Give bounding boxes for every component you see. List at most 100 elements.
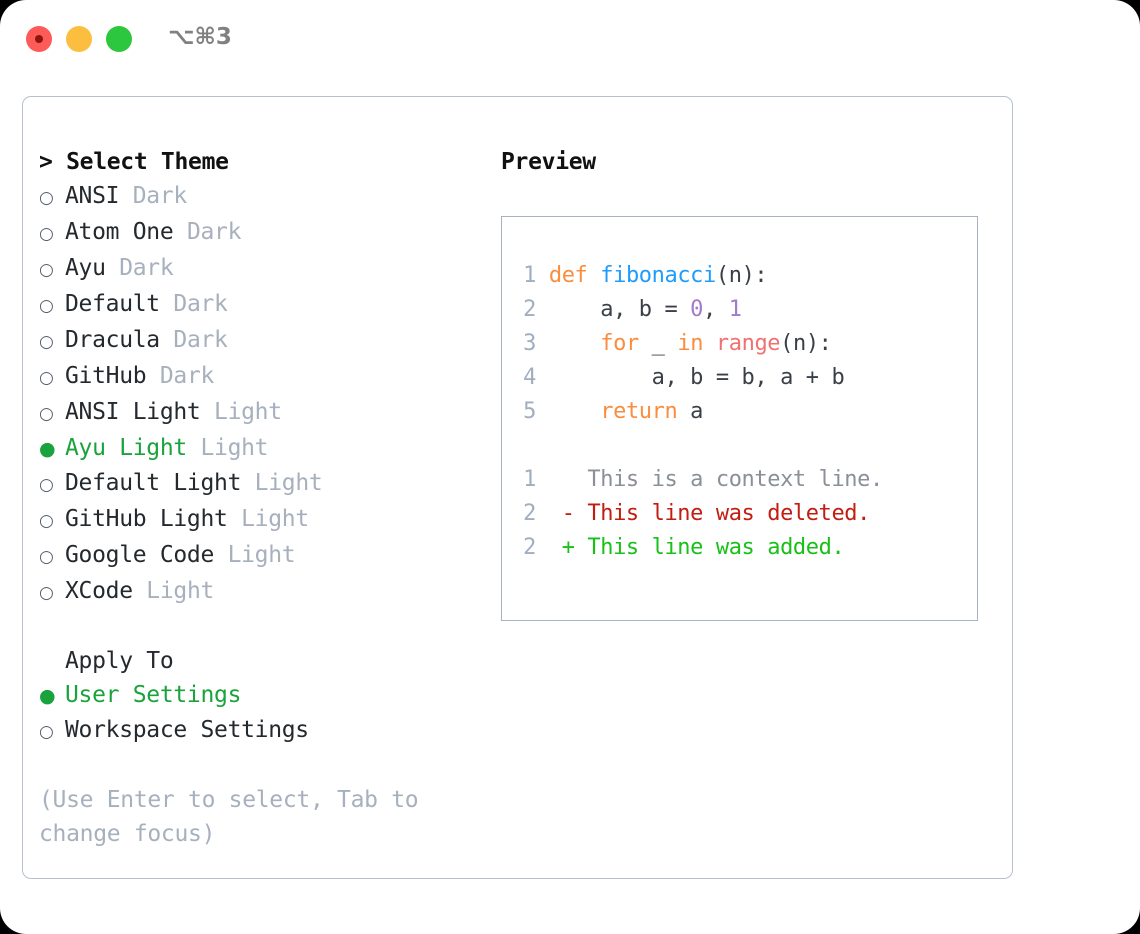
theme-category-label: Dark [105, 255, 174, 281]
theme-picker-panel: > Select Theme ○ANSI Dark○Atom One Dark○… [39, 145, 479, 851]
diff-text: This is a context line. [574, 467, 883, 492]
dialog-card: > Select Theme ○ANSI Dark○Atom One Dark○… [22, 96, 1013, 879]
apply-to-option-user-settings[interactable]: ● User Settings [39, 678, 479, 713]
line-number: 2 [523, 501, 536, 526]
code-token [587, 263, 600, 288]
gutter-space [536, 365, 549, 390]
diff-sample: 1 This is a context line.2 - This line w… [514, 463, 883, 565]
apply-to-option-list: ● User Settings ○ Workspace Settings [39, 678, 479, 749]
radio-unselected-icon: ○ [39, 296, 54, 316]
theme-option-default-light[interactable]: ○Default Light Light [39, 466, 479, 502]
radio-unselected-icon: ○ [39, 722, 54, 742]
gutter-space [536, 331, 549, 356]
diff-text: This line was deleted. [574, 501, 870, 526]
theme-category-label: Light [132, 578, 215, 604]
theme-category-label: Dark [159, 327, 228, 353]
code-token: return [600, 399, 678, 424]
code-line: 1 def fibonacci(n): [514, 259, 844, 293]
gutter-space [536, 297, 549, 322]
theme-option-ansi[interactable]: ○ ANSI Dark [39, 179, 479, 215]
theme-option-label: Atom One [65, 219, 174, 245]
theme-option-ayu-light[interactable]: ●Ayu Light Light [39, 431, 479, 466]
radio-selected-icon: ● [39, 685, 56, 707]
theme-option-google-code[interactable]: ○Google Code Light [39, 538, 479, 574]
theme-option-label: ANSI Light [65, 399, 201, 425]
theme-option-list: ○ANSI Dark○Atom One Dark○Ayu Dark○Defaul… [39, 179, 479, 610]
diff-text: This line was added. [574, 535, 845, 560]
theme-option-label: XCode [65, 578, 133, 604]
theme-category-label: Dark [119, 183, 188, 209]
keyboard-shortcut-label: ⌥⌘3 [168, 24, 232, 50]
code-line: 4 a, b = b, a + b [514, 361, 845, 395]
gutter-space [536, 399, 549, 424]
code-token [703, 331, 716, 356]
code-token: range [715, 331, 781, 356]
line-number: 2 [523, 297, 536, 322]
theme-option-atom-one[interactable]: ○ Atom One Dark [39, 215, 479, 251]
line-number: 1 [523, 263, 536, 288]
theme-option-github-light[interactable]: ○ GitHub Light Light [39, 502, 479, 538]
theme-option-default[interactable]: ○Default Dark [39, 287, 479, 323]
select-theme-header: > Select Theme [39, 149, 229, 175]
diff-line-ctx: 1 This is a context line. [514, 463, 883, 497]
theme-option-label: GitHub [65, 363, 147, 389]
theme-option-label: Default Light [65, 470, 242, 496]
code-token [549, 331, 600, 356]
radio-unselected-icon: ○ [39, 188, 54, 208]
line-number: 2 [523, 535, 536, 560]
theme-category-label: Dark [146, 363, 215, 389]
theme-category-label: Light [241, 470, 323, 496]
maximize-button[interactable] [106, 26, 132, 52]
close-button[interactable] [26, 26, 52, 52]
radio-unselected-icon: ○ [39, 224, 54, 244]
code-token: 1 [728, 297, 742, 322]
code-line: 5 return a [514, 395, 844, 429]
radio-unselected-icon: ○ [39, 511, 54, 531]
code-line: 2 a, b = 0, 1 [514, 293, 844, 327]
theme-option-label: ANSI [65, 183, 120, 209]
theme-category-label: Light [227, 506, 309, 532]
theme-option-xcode[interactable]: ○ XCode Light [39, 574, 479, 610]
code-token: (n): [715, 263, 768, 288]
diff-marker: + [536, 535, 575, 560]
theme-option-label: Google Code [65, 542, 215, 568]
preview-panel: Preview 1 def fibonacci(n):2 a, b = 0, 1… [501, 145, 996, 621]
keyboard-hint-text: (Use Enter to select, Tab to change focu… [39, 787, 419, 847]
apply-to-option-workspace-settings[interactable]: ○ Workspace Settings [39, 713, 479, 749]
apply-to-option-label: Workspace Settings [65, 717, 309, 743]
code-token: a, b = [548, 297, 691, 322]
minimize-button[interactable] [66, 26, 92, 52]
code-line: 3 for _ in range(n): [514, 327, 844, 361]
radio-unselected-icon: ○ [39, 368, 54, 388]
theme-category-label: Light [214, 542, 296, 568]
radio-unselected-icon: ○ [39, 404, 54, 424]
theme-option-label: Default [65, 291, 160, 317]
preview-title: Preview [501, 149, 596, 175]
theme-option-ansi-light[interactable]: ○ ANSI Light Light [39, 395, 479, 431]
diff-marker: - [536, 501, 575, 526]
diff-line-del: 2 - This line was deleted. [514, 497, 883, 531]
diff-line-add: 2 + This line was added. [514, 531, 883, 565]
code-token: 0 [690, 297, 704, 322]
theme-category-label: Light [200, 399, 282, 425]
theme-category-label: Dark [173, 219, 242, 245]
code-token: (n): [780, 331, 832, 356]
radio-unselected-icon: ○ [39, 583, 54, 603]
gutter-space [536, 263, 549, 288]
line-number: 3 [523, 331, 536, 356]
theme-option-github[interactable]: ○ GitHub Dark [39, 359, 479, 395]
theme-category-label: Light [186, 435, 269, 461]
theme-option-label: GitHub Light [65, 506, 228, 532]
code-token [549, 399, 600, 424]
line-number: 4 [523, 365, 536, 390]
code-token: for [600, 331, 639, 356]
theme-option-dracula[interactable]: ○Dracula Dark [39, 323, 479, 359]
apply-to-option-label: User Settings [65, 682, 242, 708]
diff-marker [536, 467, 575, 492]
code-token: _ [638, 331, 678, 356]
theme-option-ayu[interactable]: ○Ayu Dark [39, 251, 479, 287]
radio-unselected-icon: ○ [39, 332, 54, 352]
